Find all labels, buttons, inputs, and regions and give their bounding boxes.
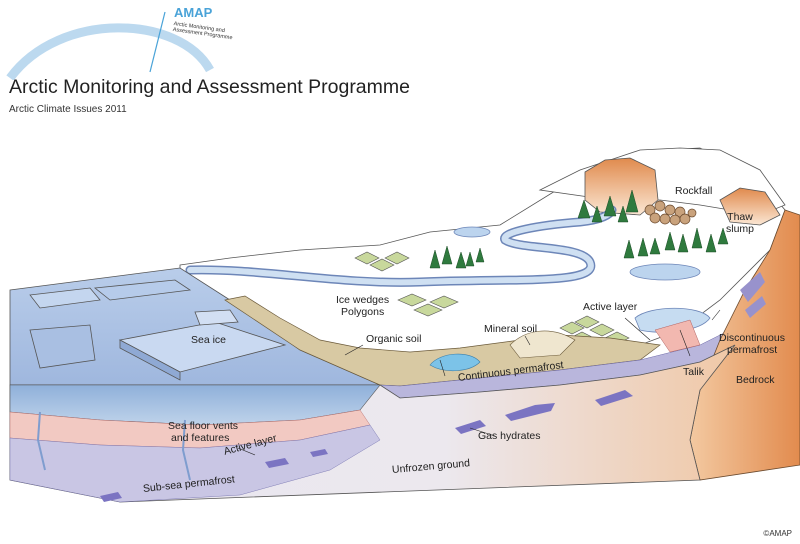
thaw-slump-hill	[719, 187, 781, 226]
label-gas-hydrates: Gas hydrates	[478, 430, 541, 442]
leader-lines	[237, 309, 721, 456]
rockfall-boulders	[644, 200, 697, 226]
copyright-notice: ©AMAP	[763, 529, 792, 538]
label-sea-floor-vents: Sea floor vents	[168, 420, 239, 432]
label-ice-wedges: Ice wedges	[336, 294, 390, 306]
sea-ice-floes	[29, 279, 287, 381]
page-title: Arctic Monitoring and Assessment Program…	[9, 76, 410, 98]
lake-upper	[453, 226, 491, 238]
label-thaw-slump: Thaw slump	[725, 211, 754, 235]
label-active-layer-land: Active layer	[583, 301, 638, 313]
amap-logo-word: AMAP	[174, 5, 213, 20]
label-discontinuous: Discontinuous	[719, 332, 785, 344]
talik	[654, 319, 701, 353]
label-bedrock: Bedrock	[736, 374, 775, 386]
rockfall-cliff	[584, 157, 659, 216]
label-organic-soil: Organic soil	[366, 333, 422, 345]
label-mineral-soil: Mineral soil	[484, 323, 538, 335]
page-subtitle: Arctic Climate Issues 2011	[9, 104, 127, 115]
label-polygons: Polygons	[341, 306, 385, 318]
trees	[429, 189, 729, 269]
discontinuous-permafrost-lens	[740, 272, 765, 302]
label-talik: Talik	[683, 366, 705, 378]
label-sea-ice: Sea ice	[191, 334, 227, 346]
sea-floor-vents	[36, 411, 191, 481]
lake-right	[629, 263, 701, 281]
label-permafrost: permafrost	[727, 344, 778, 356]
thermokarst-lake	[429, 353, 481, 371]
label-and-features: and features	[171, 432, 230, 444]
subsea-permafrost	[9, 424, 381, 503]
label-rockfall: Rockfall	[675, 185, 713, 197]
amap-logo-arc	[6, 11, 214, 80]
gas-hydrates	[100, 390, 633, 502]
